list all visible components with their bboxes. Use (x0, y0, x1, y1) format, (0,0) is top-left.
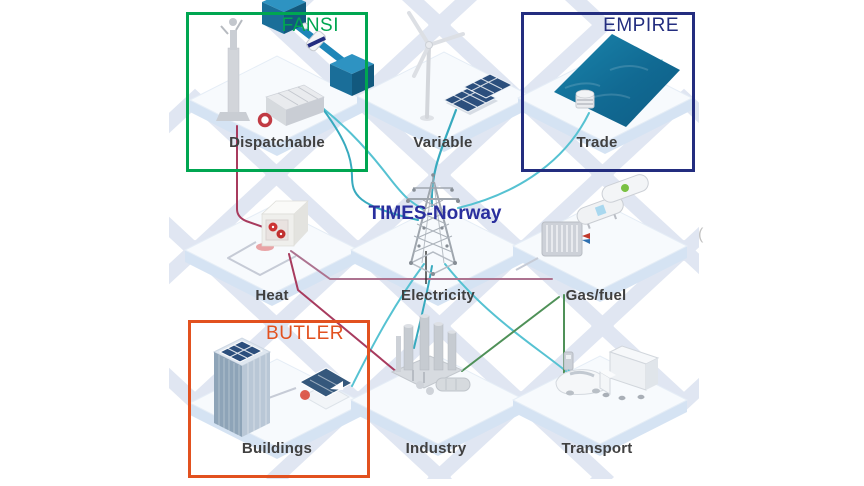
electricity-links (297, 59, 663, 387)
sea-cable-icon (554, 34, 680, 127)
butler-frame-label: BUTLER (266, 323, 344, 344)
node-label-electricity: Electricity (401, 287, 475, 304)
pump-valve-icon (301, 22, 327, 52)
vehicles-icon (555, 345, 660, 401)
fansi-model-frame: FANSI (186, 12, 368, 172)
gas-tanks-icon (541, 174, 649, 257)
tile-variable (355, 51, 533, 152)
tile-industry (349, 355, 527, 456)
heat-links (236, 125, 553, 374)
node-label-trade: Trade (576, 134, 618, 151)
empire-frame-label: EMPIRE (603, 15, 679, 36)
hydro-dam-generator-icon (216, 0, 374, 128)
truck-icon (599, 345, 660, 401)
node-label-industry: Industry (405, 440, 467, 457)
car-icon (555, 369, 608, 396)
tile-heat (183, 205, 361, 306)
reservoir-cube-upper (262, 0, 306, 34)
node-label-buildings: Buildings (241, 440, 313, 457)
node-label-transport: Transport (561, 440, 633, 457)
transformer-icon (575, 89, 595, 109)
reservoir-cube-lower (330, 54, 374, 96)
transmission-tower-icon (406, 173, 460, 276)
house-icon (298, 367, 354, 410)
empire-model-frame: EMPIRE (521, 12, 695, 172)
industrial-plant-icon (390, 314, 471, 395)
fansi-frame-label: FANSI (281, 15, 339, 36)
node-label-variable: Variable (413, 134, 473, 151)
model-title: TIMES-Norway (368, 203, 502, 224)
solar-panel-array (442, 73, 514, 115)
node-label-heat: Heat (255, 287, 289, 304)
bio-tank (601, 174, 649, 203)
stray-parenthesis-mark: ( (698, 226, 704, 243)
node-label-gas-fuel: Gas/fuel (565, 287, 627, 304)
tile-electricity (349, 205, 527, 306)
node-label-dispatchable: Dispatchable (229, 134, 325, 151)
buildings-solar-icon (212, 337, 354, 437)
wind-turbine-solar-icon (407, 11, 514, 121)
boiler-icon (256, 200, 309, 251)
butler-model-frame: BUTLER (188, 320, 370, 478)
h2-tank (576, 196, 624, 229)
